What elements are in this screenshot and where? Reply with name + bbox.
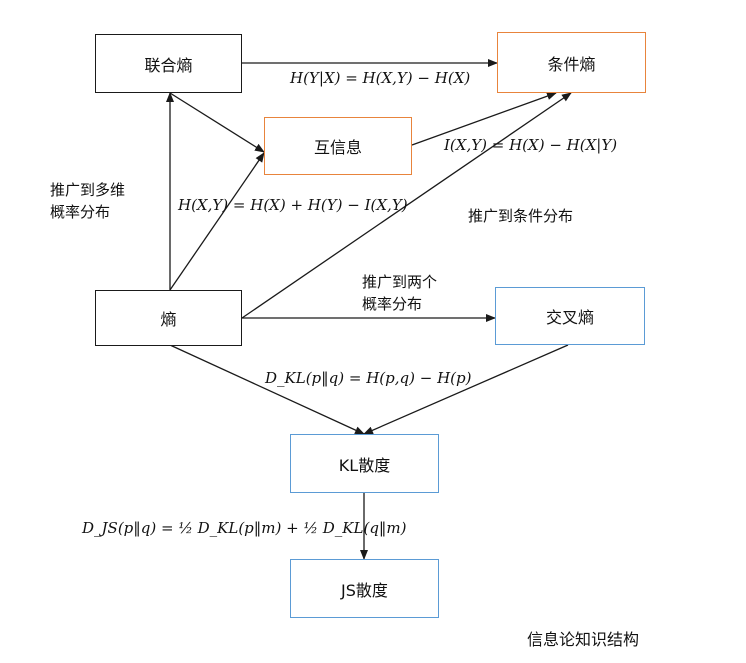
- node-entropy: 熵: [95, 290, 242, 346]
- label-generalize-two-dist-line2: 概率分布: [362, 295, 423, 313]
- arrow-entropy-to-conditional: [241, 92, 572, 319]
- node-js-divergence: JS散度: [290, 559, 439, 618]
- label-generalize-conditional: 推广到条件分布: [468, 207, 574, 225]
- arrow-joint-to-mutual: [169, 92, 265, 153]
- arrow-entropy-to-kl: [169, 344, 365, 435]
- label-generalize-multi-dim-line2: 概率分布: [50, 203, 111, 221]
- formula-kl-divergence: D_KL(p‖q) = H(p,q) − H(p): [265, 369, 472, 387]
- arrow-cross-to-kl: [363, 344, 569, 435]
- label-generalize-multi-dim-line1: 推广到多维: [50, 181, 126, 199]
- label-generalize-two-dist-line1: 推广到两个: [362, 273, 438, 291]
- formula-mutual-information: I(X,Y) = H(X) − H(X|Y): [444, 136, 618, 154]
- formula-js-divergence: D_JS(p‖q) = ½ D_KL(p‖m) + ½ D_KL(q‖m): [82, 519, 407, 537]
- formula-conditional-entropy: H(Y|X) = H(X,Y) − H(X): [290, 69, 471, 87]
- node-kl-divergence: KL散度: [290, 434, 439, 493]
- diagram-caption: 信息论知识结构: [527, 630, 640, 649]
- node-cross-entropy: 交叉熵: [495, 287, 645, 345]
- node-conditional-entropy: 条件熵: [497, 32, 646, 93]
- node-mutual-information: 互信息: [264, 117, 412, 175]
- node-joint-entropy: 联合熵: [95, 34, 242, 93]
- arrow-mutual-to-conditional: [411, 92, 557, 146]
- arrow-entropy-to-mutual: [169, 152, 265, 291]
- formula-joint-entropy: H(X,Y) = H(X) + H(Y) − I(X,Y): [178, 196, 408, 214]
